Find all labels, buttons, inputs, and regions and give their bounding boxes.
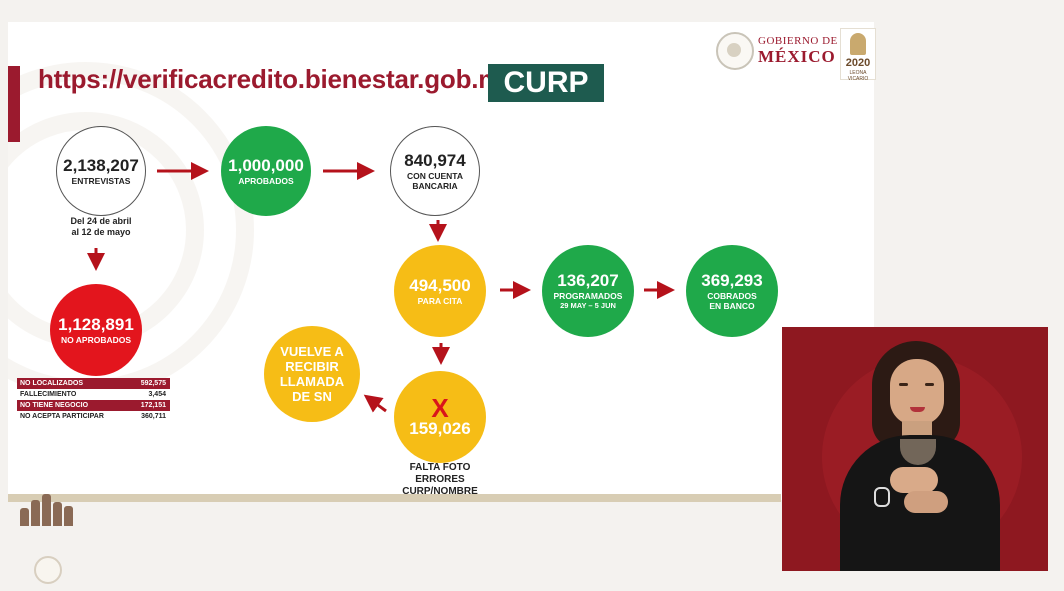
node-para-cita: 494,500 PARA CITA: [394, 245, 486, 337]
slide-footer-line: [8, 494, 781, 502]
gov-logo-line1: GOBIERNO DE: [758, 35, 838, 47]
x-icon: X: [431, 393, 449, 423]
node-no-aprobados: 1,128,891 NO APROBADOS: [50, 284, 142, 376]
gobierno-de-mexico-logo: GOBIERNO DE MÉXICO 2020 LEONA VICARIO: [716, 28, 876, 82]
node-programados: 136,207 PROGRAMADOS 29 MAY – 5 JUN: [542, 245, 634, 337]
leona-vicario-portrait-icon: [850, 33, 866, 55]
node-entrevistas: 2,138,207 ENTREVISTAS: [56, 126, 146, 216]
national-seal-icon: [716, 32, 754, 70]
node-vuelve-a-recibir-llamada: VUELVE A RECIBIR LLAMADA DE SN: [264, 326, 360, 422]
errores-number: 159,026: [409, 419, 471, 438]
node-cuenta-bancaria: 840,974 CON CUENTA BANCARIA: [390, 126, 480, 216]
aprobados-label: APROBADOS: [238, 175, 294, 186]
sign-language-interpreter-video: [782, 327, 1048, 571]
curp-badge: CURP: [488, 64, 604, 102]
cobrados-label-1: COBRADOS: [707, 290, 757, 301]
no-aprobados-number: 1,128,891: [58, 314, 134, 334]
year-emblem: 2020 LEONA VICARIO: [840, 28, 876, 82]
verification-url: https://verificacredito.bienestar.gob.mx: [38, 64, 516, 94]
footer-seal-icon: [34, 556, 62, 584]
cita-label: PARA CITA: [417, 295, 463, 306]
programados-number: 136,207: [557, 270, 619, 290]
year-sublabel: LEONA VICARIO: [847, 70, 869, 82]
node-errores: X 159,026: [394, 371, 486, 463]
node-cobrados: 369,293 COBRADOS EN BANCO: [686, 245, 778, 337]
cuenta-number: 840,974: [404, 150, 466, 170]
cobrados-number: 369,293: [701, 270, 763, 290]
no-aprobados-label: NO APROBADOS: [60, 334, 132, 345]
entrevistas-number: 2,138,207: [63, 155, 139, 175]
year-label: 2020: [845, 57, 871, 69]
programados-label-1: PROGRAMADOS: [553, 290, 623, 301]
programados-label-2: 29 MAY – 5 JUN: [560, 300, 616, 310]
cita-number: 494,500: [409, 275, 471, 295]
gov-logo-line2: MÉXICO: [758, 47, 836, 66]
cuenta-label-1: CON CUENTA: [406, 170, 464, 181]
node-aprobados: 1,000,000 APROBADOS: [221, 126, 311, 216]
cuenta-label-2: BANCARIA: [412, 180, 458, 191]
errores-note: FALTA FOTO ERRORES CURP/NOMBRE: [402, 462, 478, 497]
heroes-logo: [16, 490, 78, 526]
aprobados-number: 1,000,000: [228, 155, 304, 175]
cobrados-label-2: EN BANCO: [709, 300, 755, 311]
entrevistas-date-note: Del 24 de abril al 12 de mayo: [70, 216, 132, 237]
entrevistas-label: ENTREVISTAS: [71, 175, 131, 186]
title-accent-bar: [8, 66, 20, 142]
